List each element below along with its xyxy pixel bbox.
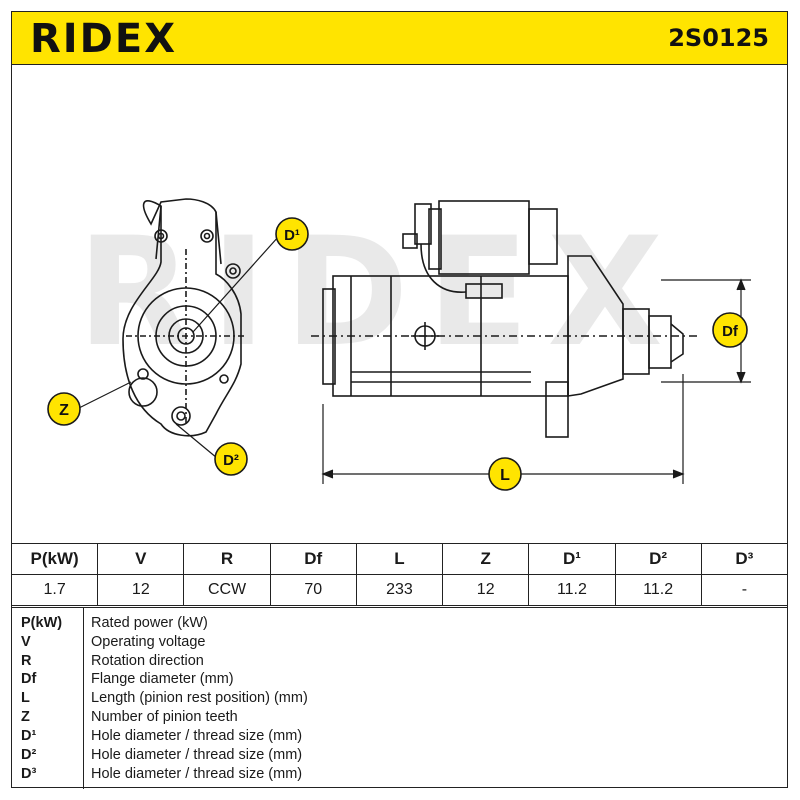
svg-text:L: L (500, 467, 510, 484)
spec-value: 11.2 (614, 574, 702, 606)
legend-desc: Number of pinion teeth (91, 709, 238, 725)
legend-key: Df (21, 671, 37, 687)
legend: P(kW) Rated power (kW) V Operating volta… (11, 607, 788, 789)
legend-key: V (21, 634, 31, 650)
brand-logo: RIDEX (30, 16, 178, 62)
svg-text:D¹: D¹ (284, 227, 300, 244)
spec-value: 233 (355, 574, 444, 606)
legend-desc: Length (pinion rest position) (mm) (91, 690, 308, 706)
label-d2: D² (214, 442, 248, 476)
side-view (311, 200, 701, 438)
spec-value: 1.7 (10, 574, 99, 606)
spec-value: 70 (269, 574, 357, 606)
spec-value: 11.2 (528, 574, 616, 606)
svg-text:D²: D² (223, 452, 239, 469)
spec-value-row: 1.7 12 CCW 70 233 12 11.2 11.2 - (10, 574, 789, 606)
legend-key: Z (21, 709, 30, 725)
label-d1: D¹ (275, 217, 309, 251)
leader-lines (76, 235, 280, 459)
legend-key: D¹ (21, 728, 37, 744)
watermark-text: RIDEX (77, 206, 681, 380)
header-bar: RIDEX 2S0125 (11, 11, 788, 65)
l-dimension (321, 374, 685, 484)
starter-motor-drawing: RIDEX (47, 198, 751, 491)
svg-text:Z: Z (59, 402, 69, 419)
legend-divider (83, 608, 84, 789)
legend-key: P(kW) (21, 615, 63, 631)
legend-desc: Operating voltage (91, 634, 206, 650)
label-l: L (488, 457, 522, 491)
legend-desc: Rotation direction (91, 653, 204, 669)
label-z: Z (47, 392, 81, 426)
legend-desc: Hole diameter / thread size (mm) (91, 728, 303, 744)
spec-table: P(kW) V R Df L Z D¹ D² D³ 1.7 12 CCW 70 … (10, 543, 789, 606)
legend-desc: Flange diameter (mm) (91, 671, 234, 687)
spec-header: Z (442, 543, 530, 575)
svg-text:Df: Df (722, 323, 739, 340)
spec-value: 12 (442, 574, 530, 606)
spec-value: - (700, 574, 789, 606)
spec-header: R (183, 543, 271, 575)
legend-key: R (21, 653, 32, 669)
legend-key: D² (21, 747, 37, 763)
spec-header: D² (614, 543, 702, 575)
spec-header-row: P(kW) V R Df L Z D¹ D² D³ (10, 543, 789, 575)
legend-key: D³ (21, 766, 37, 782)
legend-desc: Rated power (kW) (91, 615, 208, 631)
legend-desc: Hole diameter / thread size (mm) (91, 766, 303, 782)
spec-header: Df (269, 543, 357, 575)
legend-desc: Hole diameter / thread size (mm) (91, 747, 303, 763)
spec-value: CCW (183, 574, 271, 606)
spec-header: L (355, 543, 444, 575)
legend-key: L (21, 690, 30, 706)
technical-drawing: RIDEX (11, 64, 788, 544)
spec-value: 12 (97, 574, 185, 606)
part-number: 2S0125 (668, 24, 769, 52)
spec-header: P(kW) (10, 543, 99, 575)
df-dimension (661, 278, 751, 384)
spec-header: D³ (700, 543, 789, 575)
front-view (122, 198, 246, 437)
spec-header: D¹ (528, 543, 616, 575)
label-df: Df (712, 312, 748, 348)
spec-header: V (97, 543, 185, 575)
